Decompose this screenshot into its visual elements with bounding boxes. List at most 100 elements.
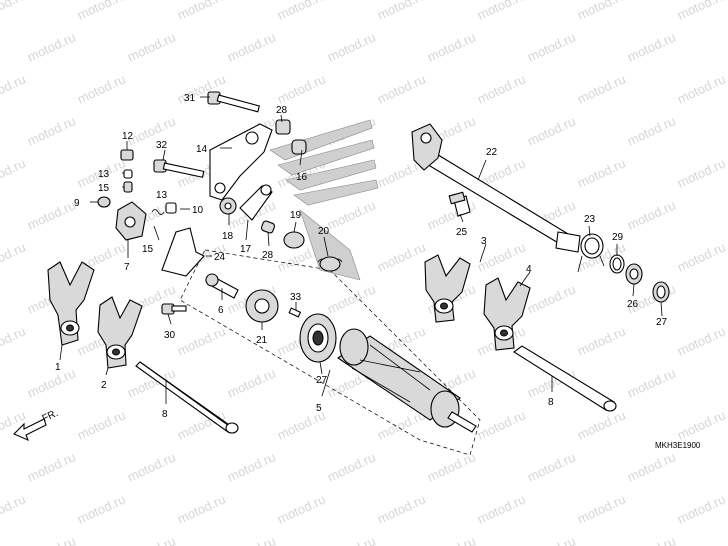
watermark-text: motod.ru (525, 29, 578, 64)
watermark-text: motod.ru (175, 0, 228, 23)
dowel-pin (288, 307, 302, 318)
washer (625, 263, 643, 285)
watermark-text: motod.ru (475, 71, 528, 106)
callout-3: 3 (481, 236, 487, 247)
callout-6: 6 (218, 305, 224, 316)
watermark-text: motod.ru (575, 323, 628, 358)
callout-1: 1 (55, 362, 61, 373)
stopper-arm (239, 184, 273, 221)
collar-upper (275, 119, 291, 135)
watermark-text: motod.ru (525, 281, 578, 316)
callout-25: 26 (627, 299, 639, 310)
callout-30: 30 (164, 330, 176, 341)
watermark-text: motod.ru (225, 533, 278, 546)
watermark-text: motod.ru (275, 71, 328, 106)
watermark-text: motod.ru (475, 407, 528, 442)
return-spring (577, 233, 605, 273)
callout-15-lower: 15 (142, 244, 154, 255)
callout-4: 4 (526, 264, 532, 275)
watermark-text: motod.ru (25, 365, 78, 400)
watermark-text: motod.ru (75, 71, 128, 106)
watermark-text: motod.ru (675, 155, 728, 190)
callout-8-right: 8 (548, 397, 554, 408)
watermark-text: motod.ru (475, 491, 528, 526)
watermark-text: motod.ru (25, 113, 78, 148)
gearshift-spindle (411, 123, 581, 253)
circlip (609, 254, 625, 274)
watermark-text: motod.ru (625, 113, 678, 148)
stopper-collar (283, 231, 305, 249)
watermark-text: motod.ru (475, 0, 528, 23)
callout-29: 29 (612, 232, 624, 243)
callout-16: 16 (296, 172, 308, 183)
watermark-text: motod.ru (625, 197, 678, 232)
callout-18: 19 (290, 210, 302, 221)
callout-20: 20 (318, 226, 330, 237)
callout-24: 24 (214, 252, 226, 263)
watermark-text: motod.ru (575, 0, 628, 23)
watermark-text: motod.ru (375, 239, 428, 274)
callout-32: 32 (156, 140, 168, 151)
watermark-text: motod.ru (75, 491, 128, 526)
watermark-text: motod.ru (325, 449, 378, 484)
callout-14: 14 (196, 144, 208, 155)
watermark-text: motod.ru (225, 449, 278, 484)
shift-drum (337, 328, 477, 433)
watermark-text: motod.ru (675, 323, 728, 358)
watermark-text: motod.ru (675, 491, 728, 526)
callout-9: 21 (256, 335, 268, 346)
watermark-text: motod.ru (625, 449, 678, 484)
callout-23: 25 (456, 227, 468, 238)
watermark-text: motod.ru (25, 197, 78, 232)
shift-fork-2 (97, 296, 143, 369)
watermark-text: motod.ru (425, 29, 478, 64)
watermark-text: motod.ru (0, 491, 28, 526)
watermark-text: motod.ru (225, 29, 278, 64)
watermark-text: motod.ru (325, 281, 378, 316)
callout-8-left: 8 (162, 409, 168, 420)
watermark-text: motod.ru (25, 449, 78, 484)
fork-shaft-right (513, 345, 617, 412)
roller (291, 139, 307, 155)
callout-22: 23 (584, 214, 596, 225)
watermark-text: motod.ru (675, 407, 728, 442)
watermark-text: motod.ru (125, 449, 178, 484)
callout-labels: 31 28 14 12 32 13 15 9 13 10 15 7 16 18 … (55, 93, 668, 420)
watermark-text: motod.ru (225, 365, 278, 400)
watermark-text: motod.ru (325, 29, 378, 64)
watermark-text: motod.ru (575, 407, 628, 442)
collar-lower (260, 220, 276, 234)
drum-center (245, 289, 279, 323)
cap-12 (120, 149, 134, 161)
watermark-text: motod.ru (275, 491, 328, 526)
direction-label: FR. (41, 408, 60, 425)
watermark-text: motod.ru (125, 533, 178, 546)
callout-27: 27 (656, 317, 668, 328)
callout-17: 17 (240, 244, 252, 255)
callout-13-lower: 13 (156, 190, 168, 201)
pin-13-lower (165, 202, 177, 214)
long-bolt-32 (153, 159, 205, 178)
callout-28-lower: 28 (262, 250, 274, 261)
watermark-text: motod.ru (0, 71, 28, 106)
watermark-text: motod.ru (675, 239, 728, 274)
watermark-text: motod.ru (525, 533, 578, 546)
watermark-text: motod.ru (0, 0, 28, 23)
watermark-text: motod.ru (0, 323, 28, 358)
watermark-text: motod.ru (175, 491, 228, 526)
watermark-text: motod.ru (325, 197, 378, 232)
watermark-text: motod.ru (525, 449, 578, 484)
watermark-text: motod.ru (625, 29, 678, 64)
watermark-text: motod.ru (275, 0, 328, 23)
callout-28-upper: 28 (276, 105, 288, 116)
callout-11: 10 (192, 205, 204, 216)
watermark-text: motod.ru (25, 29, 78, 64)
callout-15-upper: 15 (98, 183, 110, 194)
drum-stopper (115, 201, 147, 241)
shift-fork-4 (483, 277, 531, 351)
callout-10: 9 (74, 198, 80, 209)
callout-33: 33 (290, 292, 302, 303)
watermark-text: motod.ru (425, 533, 478, 546)
watermark-text: motod.ru (175, 323, 228, 358)
